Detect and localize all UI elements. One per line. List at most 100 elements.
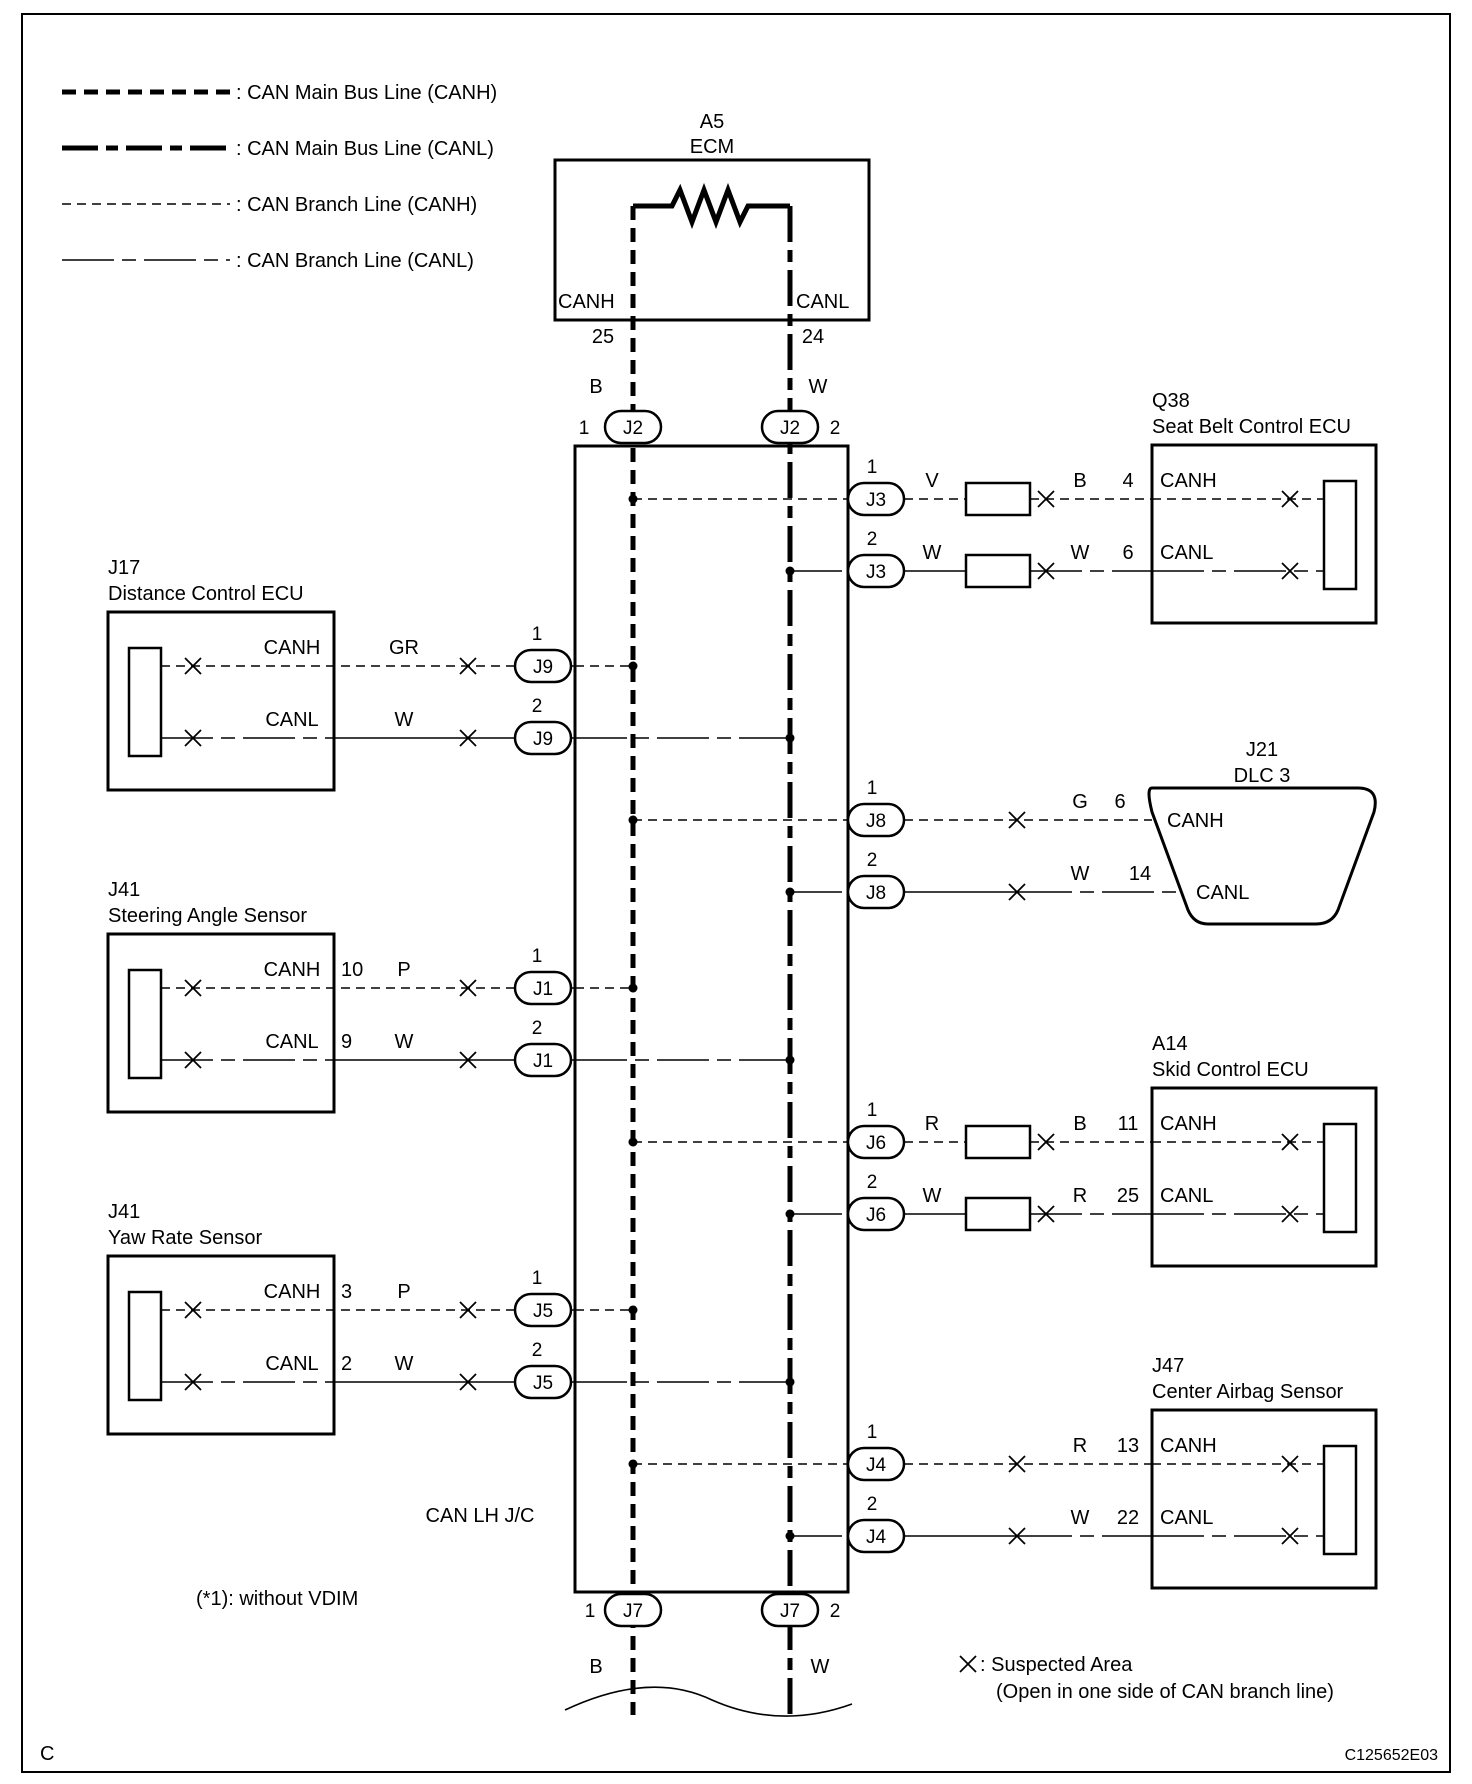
connector-label: J3 [866, 562, 886, 583]
component-terminal-block [1322, 1444, 1358, 1556]
connector-label: J5 [533, 1373, 553, 1394]
pin-number: 9 [341, 1031, 352, 1053]
corner-letter: C [40, 1743, 54, 1765]
component-code: A14 [1152, 1033, 1188, 1055]
x-stroke [184, 1373, 202, 1391]
inline-resistor-block [964, 1196, 1032, 1232]
connector-pill [513, 1364, 573, 1400]
splice-dot [628, 815, 638, 825]
pin-label-canh: CANH [1167, 810, 1224, 832]
suspected-x-icon [1281, 1205, 1299, 1223]
x-stroke [459, 729, 477, 747]
component-name: Center Airbag Sensor [1152, 1381, 1344, 1403]
ecm-canl-wire: W [809, 376, 828, 398]
wire-color: W [395, 1031, 414, 1053]
pin-number: 4 [1122, 470, 1133, 492]
suspected-area-label: : Suspected Area [980, 1654, 1133, 1676]
x-stroke [1008, 883, 1026, 901]
legend-label: : CAN Main Bus Line (CANH) [236, 82, 497, 104]
suspected-x-icon [1008, 1455, 1026, 1473]
x-stroke [1281, 562, 1299, 580]
ecm-canh-label: CANH [558, 291, 615, 313]
pin-label-canh: CANH [264, 637, 321, 659]
inline-resistor-block [964, 553, 1032, 589]
connector-pin: 1 [867, 778, 878, 799]
connector-pill [760, 1592, 820, 1628]
splice-dot [628, 661, 638, 671]
wire-color: B [1073, 470, 1086, 492]
pin-number: 22 [1117, 1507, 1139, 1529]
component-terminal-block [1322, 1122, 1358, 1234]
wire-color: G [1072, 791, 1088, 813]
pin-number: 6 [1122, 542, 1133, 564]
x-stroke [459, 1051, 477, 1069]
ecm-canh-wire: B [589, 376, 602, 398]
connector-label: J6 [866, 1133, 886, 1154]
j7-pin-left: 1 [585, 1601, 596, 1622]
suspected-x-icon [184, 657, 202, 675]
connector-pin: 1 [532, 1268, 543, 1289]
suspected-x-icon [1008, 1527, 1026, 1545]
connector-label: J8 [866, 811, 886, 832]
legend-label: : CAN Branch Line (CANH) [236, 194, 477, 216]
legend-label: : CAN Branch Line (CANL) [236, 250, 474, 272]
terminating-resistor-icon [633, 182, 790, 230]
splice-dot [628, 1459, 638, 1469]
pin-label-canl: CANL [265, 709, 318, 731]
wire-color: W [395, 709, 414, 731]
connector-pill [513, 648, 573, 684]
component-code: Q38 [1152, 390, 1190, 412]
connector-pill [603, 1592, 663, 1628]
connector-label: J6 [866, 1205, 886, 1226]
j2-pin-right: 2 [830, 418, 841, 439]
x-stroke [184, 1051, 202, 1069]
ecm-code: A5 [700, 111, 724, 133]
x-stroke [459, 657, 477, 675]
component-code: J41 [108, 879, 140, 901]
suspected-x-icon [184, 729, 202, 747]
component-terminal-block [127, 968, 163, 1080]
splice-dot [785, 566, 795, 576]
wire-color: W [1071, 542, 1090, 564]
connector-label: J9 [533, 729, 553, 750]
wire-color: V [925, 470, 939, 492]
splice-dot [785, 1377, 795, 1387]
pin-number: 2 [341, 1353, 352, 1375]
wire-color: R [1073, 1185, 1087, 1207]
connector-label: J8 [866, 883, 886, 904]
connector-label: J9 [533, 657, 553, 678]
x-stroke [184, 979, 202, 997]
suspected-x-icon [459, 1301, 477, 1319]
suspected-x-icon [184, 1301, 202, 1319]
component-terminal-block [1322, 479, 1358, 591]
connector-label: J4 [866, 1455, 887, 1476]
connector-label: J2 [623, 418, 643, 439]
connector-pin: 2 [532, 1018, 543, 1039]
pin-label-canl: CANL [265, 1031, 318, 1053]
suspected-x-icon [184, 1373, 202, 1391]
bottom-canl-wire: W [811, 1656, 830, 1678]
pin-number: 10 [341, 959, 363, 981]
connector-pin: 2 [532, 1340, 543, 1361]
x-stroke [1281, 1133, 1299, 1151]
suspected-x-icon [1008, 811, 1026, 829]
pin-label-canl: CANL [1196, 882, 1249, 904]
pin-label-canh: CANH [1160, 1113, 1217, 1135]
connector-pill [513, 1042, 573, 1078]
wire-color: R [1073, 1435, 1087, 1457]
connector-label: J7 [623, 1601, 643, 1622]
suspected-x-icon [459, 657, 477, 675]
splice-dot [628, 1137, 638, 1147]
x-stroke [959, 1655, 977, 1673]
x-stroke [1281, 1455, 1299, 1473]
wire-color: W [923, 1185, 942, 1207]
connector-pill [513, 970, 573, 1006]
pin-label-canl: CANL [1160, 542, 1213, 564]
junction-box [573, 444, 850, 1594]
j2-pin-left: 1 [579, 418, 590, 439]
suspected-x-icon [184, 979, 202, 997]
connector-pin: 1 [867, 457, 878, 478]
component-name: DLC 3 [1234, 765, 1291, 787]
wire-color: P [397, 959, 410, 981]
suspected-x-icon [1281, 562, 1299, 580]
